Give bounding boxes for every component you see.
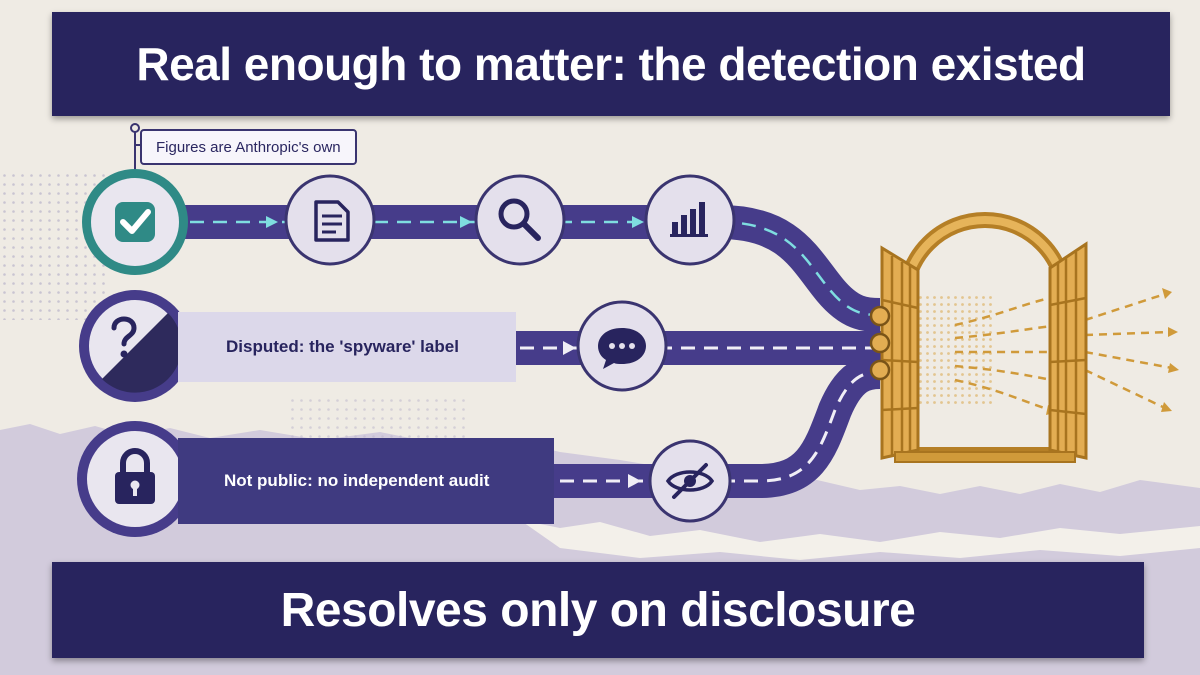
disputed-label: Disputed: the 'spyware' label [178, 312, 516, 382]
title-banner: Real enough to matter: the detection exi… [52, 12, 1170, 116]
question-icon [111, 316, 137, 358]
arrow-2a [563, 341, 576, 355]
magnifier-icon [498, 198, 541, 241]
open-window-icon [880, 212, 1088, 463]
not-public-label: Not public: no independent audit [178, 438, 554, 524]
not-public-label-text: Not public: no independent audit [224, 471, 490, 490]
step-node-bar-chart [644, 174, 736, 266]
bar-chart-icon [670, 202, 708, 237]
disputed-label-text: Disputed: the 'spyware' label [226, 337, 459, 356]
window-glow [915, 295, 995, 405]
track-verified-dashes [190, 220, 881, 317]
page-title: Real enough to matter: the detection exi… [136, 38, 1086, 90]
check-icon [120, 209, 151, 234]
speech-bubble-icon [598, 328, 646, 369]
step-node-magnifier [474, 174, 566, 266]
document-icon [314, 200, 350, 242]
note-leader-dot [130, 123, 140, 133]
torn-paper-strip [520, 520, 1200, 560]
window-rays [954, 292, 1173, 412]
verified-badge [82, 169, 188, 275]
arrow-3a [628, 474, 641, 488]
padlock-icon [115, 448, 155, 504]
eye-slash-icon [665, 463, 715, 499]
not-public-badge [77, 421, 193, 537]
arrow-1b [460, 216, 472, 228]
arrow-1c [632, 216, 644, 228]
source-note: Figures are Anthropic's own [140, 129, 357, 165]
footer-title: Resolves only on disclosure [280, 583, 916, 637]
disputed-badge [79, 290, 191, 402]
step-node-eye-slash [648, 439, 732, 523]
arrow-1a [266, 216, 278, 228]
dot-texture-mid [290, 395, 470, 445]
source-note-text: Figures are Anthropic's own [156, 138, 341, 156]
step-node-document [284, 174, 376, 266]
window-connectors [869, 305, 891, 381]
track-notpublic-dashes [560, 370, 881, 483]
step-node-speech-bubble [576, 300, 668, 392]
footer-banner: Resolves only on disclosure [52, 562, 1144, 658]
